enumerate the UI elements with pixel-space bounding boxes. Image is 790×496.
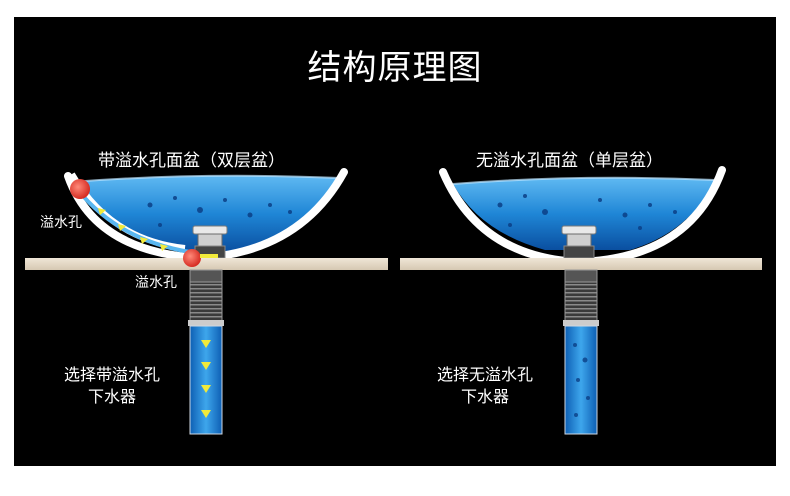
left-overflow-flow-arrows [98, 208, 168, 251]
left-overflow-hole-top-marker [70, 179, 90, 199]
left-drain-caption: 选择带溢水孔 下水器 [52, 364, 172, 408]
right-drain-plug [561, 225, 597, 259]
left-drain-caption-line1: 选择带溢水孔 [63, 365, 160, 384]
overflow-hole-label-drain: 溢水孔 [135, 275, 177, 291]
left-overflow-hole-drain-marker [183, 249, 201, 267]
right-drain-caption-line1: 选择无溢水孔 [436, 365, 533, 384]
left-drain-ribbed-pipe [189, 281, 223, 325]
right-drain-caption-line2: 下水器 [460, 387, 509, 406]
left-overflow-channel [76, 188, 191, 254]
right-drain-body [564, 269, 598, 283]
right-basin-water [453, 177, 715, 250]
left-drain-caption-line2: 下水器 [87, 387, 136, 406]
right-countertop [400, 258, 762, 270]
right-drain-ribbed-pipe [564, 281, 598, 325]
right-basin-diagram [400, 166, 762, 435]
left-basin-subtitle: 带溢水孔面盆（双层盆） [98, 151, 285, 171]
left-basin-diagram [25, 168, 388, 435]
right-basin-subtitle: 无溢水孔面盆（单层盆） [476, 151, 663, 171]
right-water-bubbles [497, 194, 677, 230]
left-drain-flow-arrows [201, 340, 211, 418]
right-drain-water-pipe [564, 325, 598, 435]
overflow-hole-label-top: 溢水孔 [40, 215, 82, 231]
right-drain-caption: 选择无溢水孔 下水器 [425, 364, 545, 408]
page-title: 结构原理图 [307, 48, 483, 88]
left-drain-body [189, 269, 223, 283]
left-countertop [25, 258, 388, 270]
